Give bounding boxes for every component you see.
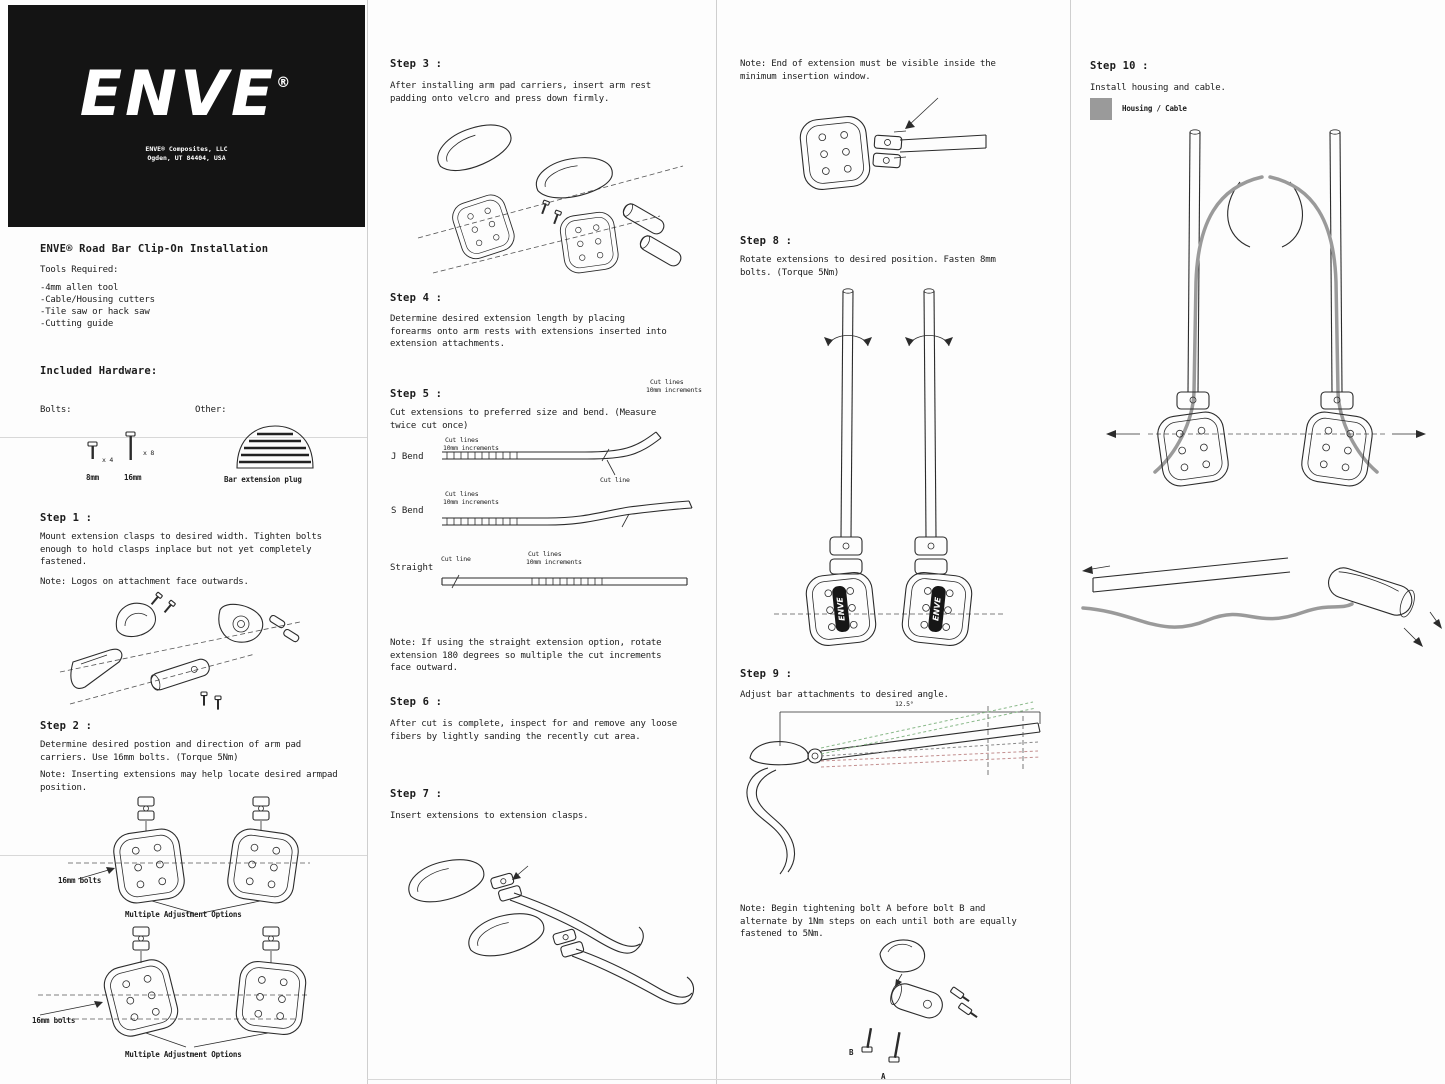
bolt-16mm-size: 16mm [124,473,142,482]
step5-note: Note: If using the straight extension op… [390,638,662,673]
cutline-label-j: Cut line [600,476,630,484]
step9-note: Note: Begin tightening bolt A before bol… [740,904,1017,939]
bolt-a-label: A [881,1072,886,1081]
step2b-adjust-label: Multiple Adjustment Options [125,1050,242,1059]
cutlines-label-top: Cut lines [650,378,684,386]
step6-body: After cut is complete, inspect for and r… [390,719,678,742]
step7-body: Insert extensions to extension clasps. [390,811,589,821]
step3-body: After installing arm pad carriers, inser… [390,81,651,104]
bar-extension-plug-icon [236,425,314,469]
page-title: ENVE® Road Bar Clip-On Installation [40,243,269,255]
step1-body: Mount extension clasps to desired width.… [40,532,322,567]
increments-label-top: 10mm increments [646,386,702,394]
angle-dimension-label: 12.5° [895,700,914,708]
tool-item: -4mm allen tool [40,283,119,293]
step2-body: Determine desired postion and direction … [40,740,301,763]
cutlines-label-s: Cut lines [445,490,479,498]
step2-note: Note: Inserting extensions may help loca… [40,770,338,793]
step10-body: Install housing and cable. [1090,83,1226,93]
bolt-b-label: B [849,1048,854,1057]
frame-line-top-left [0,437,367,438]
frame-line-bottom [367,1079,1070,1080]
tool-item: -Cable/Housing cutters [40,295,155,305]
bolt-16mm-qty: x 8 [143,449,155,457]
j-bend-label: J Bend [391,452,424,462]
step1-illustration [59,591,301,711]
bolt-icons [87,431,136,460]
brand-company-block: ENVE® Composites, LLC Ogden, UT 84404, U… [8,145,365,163]
step1-note: Note: Logos on attachment face outwards. [40,577,249,587]
insertion-window-illustration [797,97,987,192]
step7-title: Step 7 : [390,788,443,800]
step8-illustration [774,288,1004,662]
step2-illustration-a [68,796,310,914]
tool-item: -Cutting guide [40,319,114,329]
step9-illustration [746,701,1041,875]
straight-label: Straight [390,563,434,573]
step2-illustration-b [38,926,310,1048]
cutlines-label-straight: Cut lines [528,550,562,558]
step2-title: Step 2 : [40,720,93,732]
bar-extension-plug-label: Bar extension plug [224,475,302,484]
s-bend-diagram [442,500,693,528]
step1-title: Step 1 : [40,512,93,524]
brand-address: Ogden, UT 84404, USA [147,154,226,162]
step3-illustration [417,114,684,276]
bolts-label: Bolts: [40,405,72,415]
step10-title: Step 10 : [1090,60,1149,72]
straight-diagram [441,574,688,589]
step2b-bolts-label: 16mm bolts [32,1016,76,1025]
tools-required-label: Tools Required: [40,265,119,275]
step6-title: Step 6 : [390,696,443,708]
included-hardware-label: Included Hardware: [40,365,158,377]
bolt-8mm-qty: x 4 [102,456,114,464]
s-bend-label: S Bend [391,506,424,516]
step3-title: Step 3 : [390,58,443,70]
cutline-label-straight: Cut line [441,555,471,563]
frame-line-mid-left [0,855,367,856]
cutlines-label-j: Cut lines [445,436,479,444]
step5-body: Cut extensions to preferred size and ben… [390,408,657,431]
step5-title: Step 5 : [390,388,443,400]
column-divider-2 [716,0,717,1084]
insertion-window-note: Note: End of extension must be visible i… [740,59,996,82]
step4-title: Step 4 : [390,292,443,304]
step4-body: Determine desired extension length by pl… [390,314,667,349]
enve-logo: ENVE® [8,57,365,130]
brand-logo-box: ENVE® ENVE® Composites, LLC Ogden, UT 84… [8,5,365,227]
step9-body: Adjust bar attachments to desired angle. [740,690,949,700]
step2a-adjust-label: Multiple Adjustment Options [125,910,242,919]
step7-illustration [403,851,695,1005]
column-divider-3 [1070,0,1071,1084]
step9-bolts-illustration [861,939,978,1063]
increments-label-s: 10mm increments [443,498,499,506]
step9-title: Step 9 : [740,668,793,680]
step10-handlebar-illustration [1081,557,1442,647]
enve-logo-text: ENVE [79,57,277,130]
other-label: Other: [195,405,227,415]
housing-cable-legend-label: Housing / Cable [1122,104,1187,113]
brand-company: ENVE® Composites, LLC [145,145,228,153]
increments-label-straight: 10mm increments [526,558,582,566]
step8-body: Rotate extensions to desired position. F… [740,255,996,278]
step2a-bolts-label: 16mm bolts [58,876,102,885]
step10-cable-routing-illustration [1106,129,1426,489]
registered-mark: ® [276,75,294,91]
increments-label-j: 10mm increments [443,444,499,452]
housing-cable-legend-swatch [1090,98,1112,120]
step8-title: Step 8 : [740,235,793,247]
tool-item: -Tile saw or hack saw [40,307,150,317]
column-divider-1 [367,0,368,1084]
bolt-8mm-size: 8mm [86,473,99,482]
j-bend-diagram [442,431,662,476]
